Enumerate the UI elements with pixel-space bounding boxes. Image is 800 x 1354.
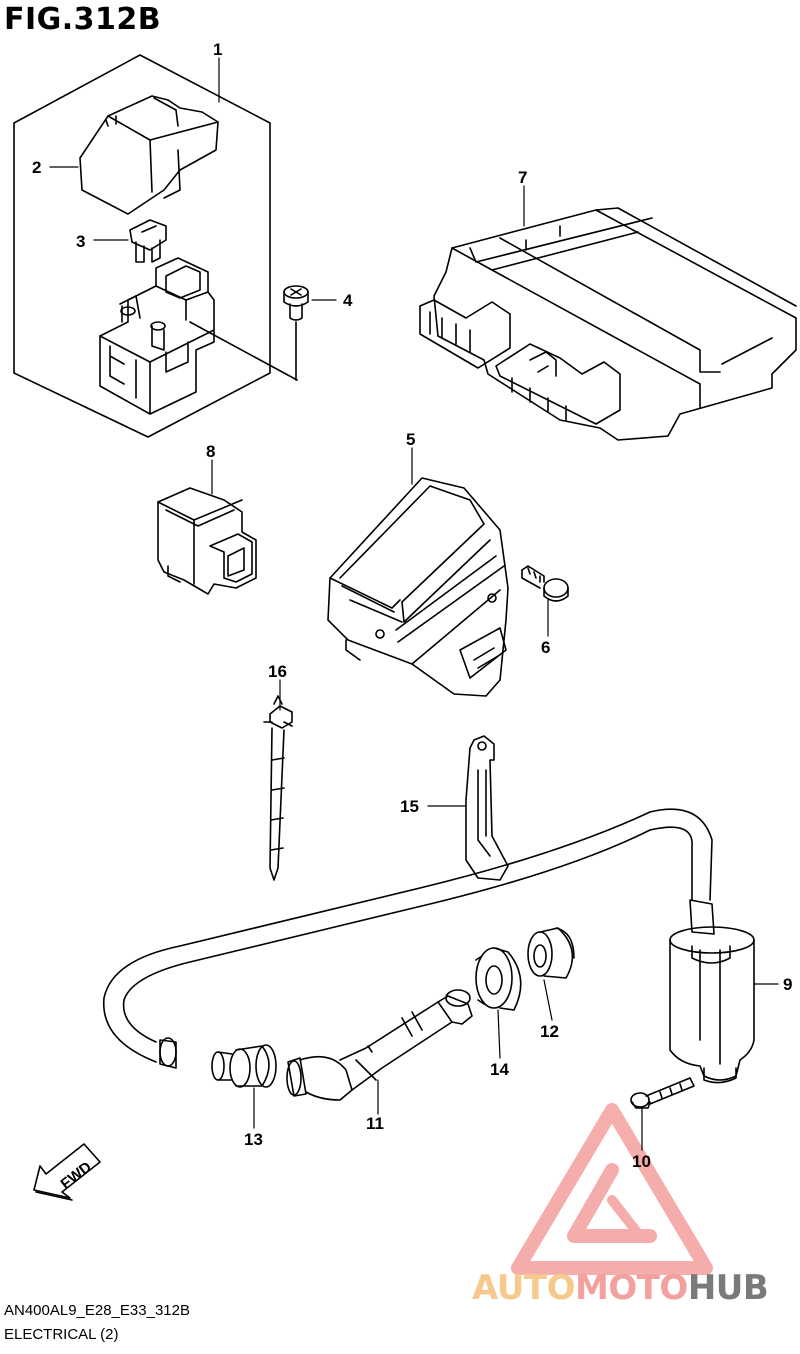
- callout-16[interactable]: 16: [268, 662, 287, 681]
- grommet[interactable]: [211, 1044, 277, 1088]
- bolt-10[interactable]: [630, 1077, 695, 1109]
- callout-11[interactable]: 11: [366, 1114, 384, 1133]
- regulator-rectifier[interactable]: [327, 477, 509, 697]
- watermark-moto: MOTO: [574, 1268, 688, 1308]
- callout-7[interactable]: 7: [518, 168, 528, 187]
- fuse[interactable]: [129, 219, 167, 263]
- callout-4[interactable]: 4: [343, 291, 353, 310]
- cable-tie[interactable]: [263, 695, 293, 881]
- watermark-triangle-logo: [511, 1103, 713, 1275]
- callout-14[interactable]: 14: [490, 1060, 509, 1079]
- watermark-auto: AUTO: [472, 1268, 575, 1308]
- leader-lines: [49, 57, 779, 1151]
- assembly-box-outline: [13, 54, 271, 438]
- callout-2[interactable]: 2: [32, 158, 42, 177]
- spark-plug-cap[interactable]: [286, 989, 473, 1101]
- grommet-ring[interactable]: [475, 947, 522, 1011]
- callout-6[interactable]: 6: [541, 638, 551, 657]
- callout-1[interactable]: 1: [213, 40, 223, 59]
- relay-cover[interactable]: [79, 95, 219, 215]
- coil-lead-wire: [103, 808, 713, 1069]
- callout-5[interactable]: 5: [406, 430, 416, 449]
- connector-8[interactable]: [157, 487, 257, 595]
- callout-13[interactable]: 13: [244, 1130, 263, 1149]
- model-code: AN400AL9_E28_E33_312B: [4, 1302, 190, 1319]
- holder-bracket[interactable]: [465, 735, 509, 881]
- bolt-6[interactable]: [521, 565, 569, 602]
- callout-15[interactable]: 15: [400, 797, 419, 816]
- callout-9[interactable]: 9: [783, 975, 793, 994]
- seal-cap[interactable]: [527, 927, 575, 979]
- section-name: ELECTRICAL (2): [4, 1326, 119, 1343]
- watermark-hub: HUB: [687, 1268, 769, 1308]
- box-leader-4: [189, 321, 298, 381]
- watermark-text: AUTOMOTOHUB: [472, 1268, 769, 1308]
- starter-relay[interactable]: [99, 257, 215, 415]
- figure-title: FIG.312B: [4, 2, 162, 37]
- callout-3[interactable]: 3: [76, 232, 86, 251]
- callout-12[interactable]: 12: [540, 1022, 559, 1041]
- screw-4[interactable]: [283, 285, 309, 381]
- callout-10[interactable]: 10: [632, 1152, 651, 1171]
- ecm-unit[interactable]: [419, 207, 797, 441]
- ignition-coil[interactable]: [669, 899, 755, 1084]
- fwd-direction-arrow: [33, 1143, 101, 1201]
- callout-8[interactable]: 8: [206, 442, 216, 461]
